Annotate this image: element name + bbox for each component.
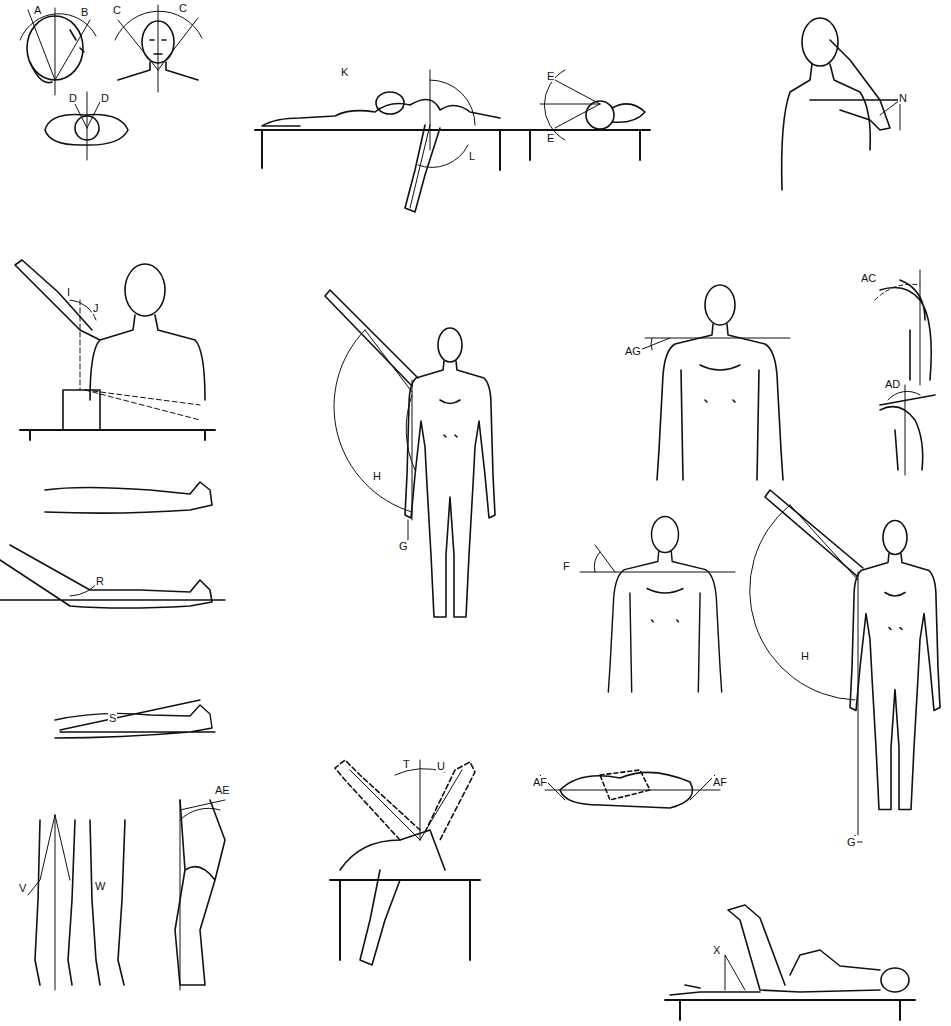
callout-letter: I [66, 286, 71, 298]
callout-letter: K [340, 66, 349, 78]
callout-letter: T [402, 758, 411, 770]
callout-letter: E [546, 132, 555, 144]
callout-letter: G [846, 836, 857, 848]
callout-letter: H [800, 650, 810, 662]
callout-letter: A [33, 4, 42, 16]
callout-letter: V [18, 882, 27, 894]
callout-letter: AE [214, 784, 231, 796]
callout-letter: L [468, 150, 476, 162]
callout-letter: R [95, 575, 105, 587]
callout-letter: AG [624, 345, 642, 357]
callout-letter: H [372, 470, 382, 482]
callout-letter: F [562, 560, 571, 572]
callout-letter: N [898, 92, 908, 104]
callout-letter: AD [884, 378, 901, 390]
callout-letter: D [100, 92, 110, 104]
callout-letter: AF [532, 776, 548, 788]
callout-letter: B [80, 6, 89, 18]
callout-letter: J [92, 302, 100, 314]
callout-letter: U [436, 760, 446, 772]
callout-letter: D [68, 92, 78, 104]
callout-letter: E [546, 70, 555, 82]
callout-letter: C [112, 4, 122, 16]
callout-letter: S [108, 712, 117, 724]
callout-letter: AF [712, 776, 728, 788]
callout-letter: AC [860, 272, 877, 284]
callout-letter: G [398, 540, 409, 552]
callout-letter: X [712, 944, 721, 956]
callout-letter: C [178, 2, 188, 14]
callout-letter: W [94, 880, 106, 892]
